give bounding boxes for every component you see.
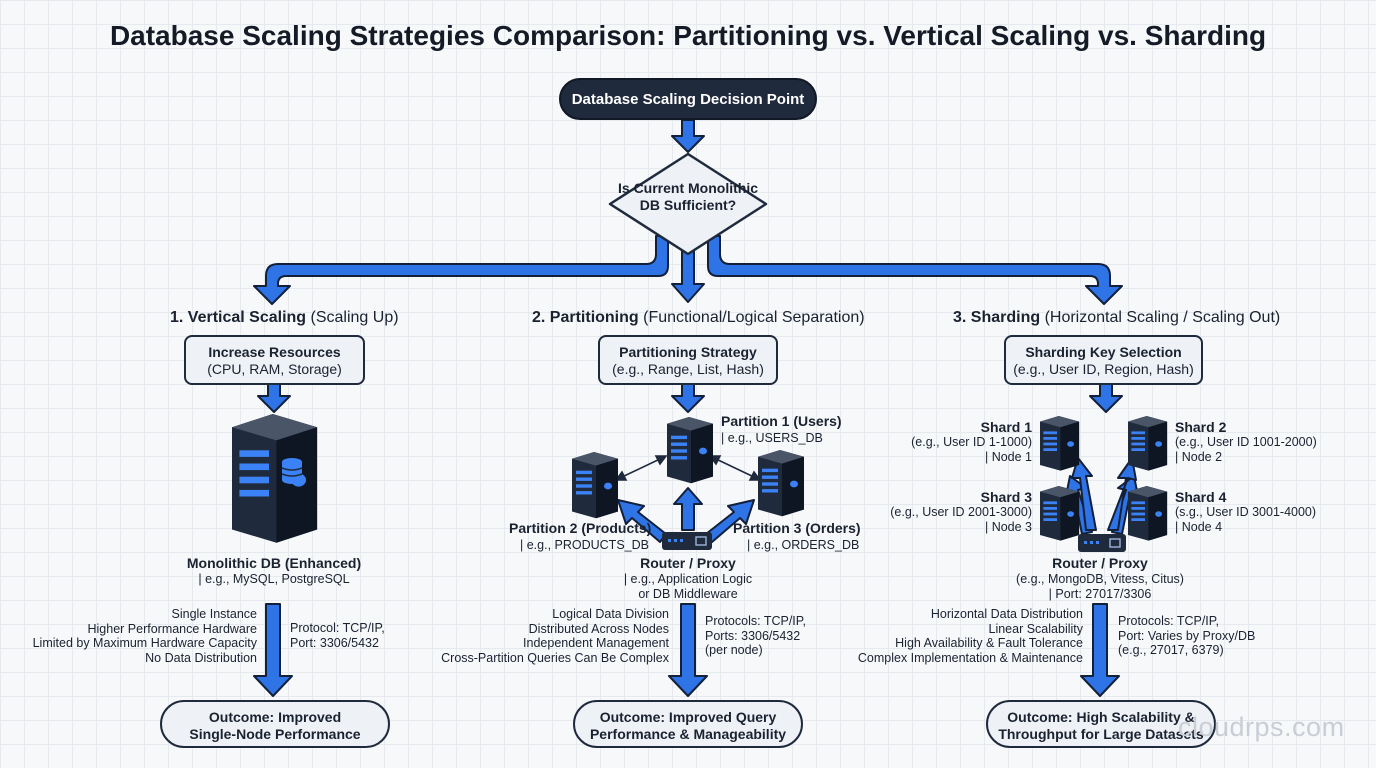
sharding-traits: Horizontal Data Distribution Linear Scal… [840, 607, 1083, 665]
server-shard-4-icon [1128, 486, 1168, 541]
router-partitioning-icon [662, 532, 712, 550]
trait: Complex Implementation & Maintenance [857, 650, 1083, 665]
arrow-router-to-shard1 [1071, 457, 1097, 531]
arrow-partitioning-outcome [668, 603, 708, 697]
box-sharding-key: Sharding Key Selection(e.g., User ID, Re… [1004, 335, 1203, 385]
box-increase-resources: Increase Resources(CPU, RAM, Storage) [184, 335, 365, 385]
heading-sharding: 3. Sharding (Horizontal Scaling / Scalin… [953, 309, 1281, 326]
trait: Higher Performance Hardware [87, 621, 257, 636]
arrow-router-to-p2 [617, 499, 667, 543]
watermark: cloudrps.com [1178, 712, 1345, 742]
server-shard-2-icon [1128, 416, 1168, 471]
partition-3-title: Partition 3 (Orders) [733, 520, 861, 536]
arrow-vertical-box [257, 383, 291, 413]
arrow-decision-to-vertical [253, 235, 669, 305]
partition-2-title: Partition 2 (Products) [509, 520, 652, 536]
trait: No Data Distribution [145, 650, 257, 665]
trait: Horizontal Data Distribution [930, 607, 1083, 621]
shard-3-label: Shard 3 (e.g., User ID 2001-3000) | Node… [890, 489, 1032, 535]
partition-router-sub1: | e.g., Application Logic [623, 572, 753, 586]
decision-text: Is Current Monolithic DB Sufficient? [618, 180, 758, 213]
heading-partitioning: 2. Partitioning (Functional/Logical Sepa… [532, 309, 865, 326]
shard-router-sub2: | Port: 27017/3306 [1048, 587, 1152, 601]
server-partition-1-icon [667, 417, 713, 484]
partition-1-title: Partition 1 (Users) [721, 413, 842, 429]
server-shard-3-icon [1040, 486, 1080, 541]
partition-router-sub2: or DB Middleware [638, 587, 738, 601]
box-partitioning-strategy: Partitioning Strategy(e.g., Range, List,… [598, 335, 778, 385]
trait: Single Instance [171, 607, 257, 621]
sharding-protocol: Protocols: TCP/IP, Port: Varies by Proxy… [1118, 614, 1256, 657]
arrow-partitioning-box [671, 383, 705, 413]
partitioning-protocol: Protocols: TCP/IP, Ports: 3306/5432 (per… [705, 614, 806, 657]
partition-router-title: Router / Proxy [640, 555, 736, 571]
arrow-router-to-shard2 [1107, 457, 1137, 531]
trait: Independent Management [523, 636, 669, 650]
outcome-sharding: Outcome: High Scalability &Throughput fo… [986, 700, 1216, 748]
link-p2-p1 [619, 457, 663, 479]
arrow-router-to-p3 [705, 499, 755, 543]
heading-vertical: 1. Vertical Scaling (Scaling Up) [170, 309, 399, 326]
decision-start-node: Database Scaling Decision Point [559, 78, 817, 120]
shard-4-label: Shard 4 (s.g., User ID 3001-4000) | Node… [1175, 489, 1317, 535]
vertical-traits: Single Instance Higher Performance Hardw… [20, 607, 257, 665]
shard-1-label: Shard 1 (e.g., User ID 1-1000) | Node 1 [911, 419, 1032, 465]
shard-router-sub1: (e.g., MongoDB, Vitess, Citus) [1016, 572, 1184, 586]
partition-3-subtitle: | e.g., ORDERS_DB [747, 538, 860, 552]
trait: Cross-Partition Queries Can Be Complex [441, 650, 669, 665]
trait: Logical Data Division [552, 607, 669, 621]
arrow-start-to-decision [671, 119, 705, 153]
server-partition-2-icon [572, 452, 618, 519]
server-shard-1-icon [1040, 416, 1080, 471]
page-title: Database Scaling Strategies Comparison: … [109, 20, 1267, 51]
arrow-router-to-p1 [673, 487, 703, 531]
arrow-sharding-box [1089, 383, 1123, 413]
trait: Distributed Across Nodes [528, 621, 669, 636]
partitioning-traits: Logical Data Division Distributed Across… [420, 607, 669, 665]
partition-2-subtitle: | e.g., PRODUCTS_DB [520, 538, 649, 552]
server-monolithic-icon [232, 414, 318, 543]
arrow-sharding-outcome [1080, 603, 1120, 697]
shard-2-label: Shard 2 (e.g., User ID 1001-2000) | Node… [1175, 419, 1317, 465]
vertical-protocol: Protocol: TCP/IP, Port: 3306/5432 [290, 621, 385, 650]
decision-diamond [608, 152, 768, 256]
partition-1-subtitle: | e.g., USERS_DB [721, 431, 823, 445]
shard-router-title: Router / Proxy [1052, 555, 1148, 571]
arrow-decision-to-sharding [707, 235, 1123, 305]
trait: Limited by Maximum Hardware Capacity [32, 636, 257, 650]
db-subtitle: | e.g., MySQL, PostgreSQL [198, 572, 350, 586]
trait: High Availability & Fault Tolerance [895, 636, 1083, 650]
trait: Linear Scalability [988, 621, 1084, 636]
link-p1-p3 [713, 457, 757, 479]
arrow-vertical-outcome [253, 603, 293, 697]
db-title: Monolithic DB (Enhanced) [186, 555, 362, 571]
server-partition-3-icon [758, 450, 804, 517]
arrow-decision-to-partitioning [671, 247, 705, 303]
router-sharding-icon [1078, 534, 1126, 552]
